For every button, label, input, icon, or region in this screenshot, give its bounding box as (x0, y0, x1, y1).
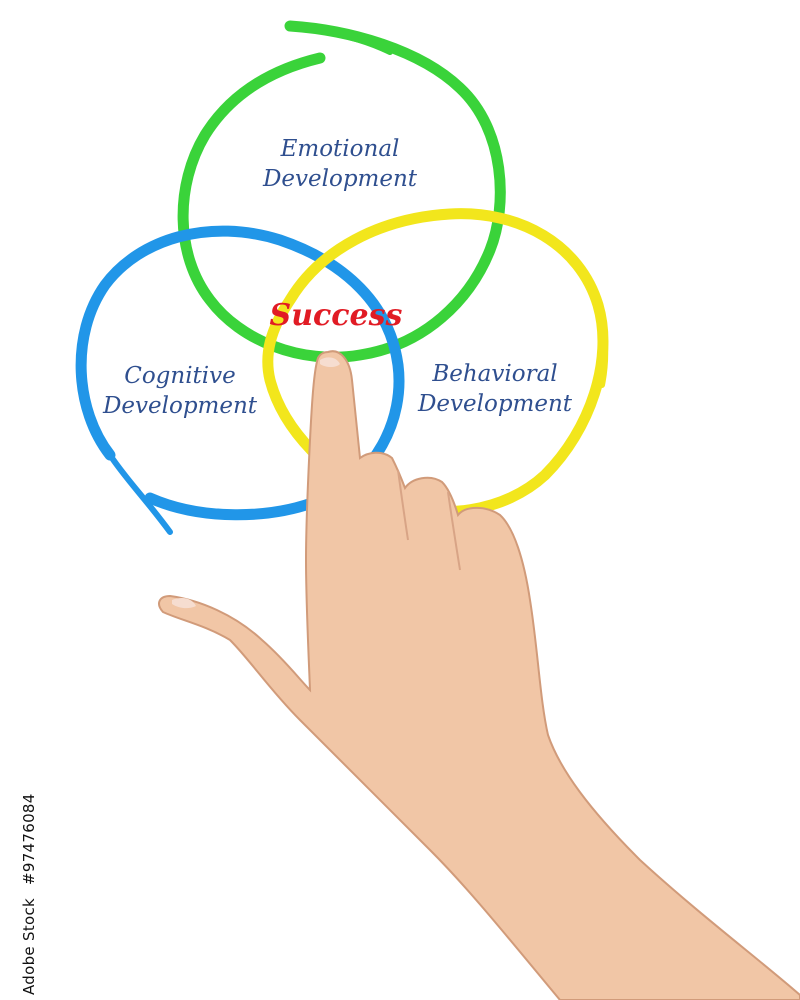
left-circle-stroke (75, 225, 405, 521)
behavioral-label-line1: Behavioral (431, 361, 557, 387)
knuckle-line-1 (397, 469, 409, 541)
emotional-label-line1: Emotional (280, 136, 400, 162)
left-circle (75, 225, 405, 535)
right-circle-stroke (262, 208, 609, 518)
left-circle-tail (107, 452, 173, 535)
top-circle (177, 20, 506, 363)
behavioral-label-line2: Development (417, 391, 573, 417)
emotional-label-line2: Development (262, 166, 418, 192)
knuckle-line-2 (447, 491, 461, 571)
center-label: Success (270, 298, 403, 333)
right-circle (262, 208, 609, 518)
stock-number: #97476084 (20, 793, 38, 885)
pointing-hand (158, 350, 800, 1000)
cognitive-label-line1: Cognitive (124, 363, 236, 389)
right-circle-tail (595, 302, 609, 388)
cognitive-label-line2: Development (102, 393, 258, 419)
stock-badge: Adobe Stock #97476084 (20, 793, 38, 995)
top-circle-stroke (177, 20, 506, 363)
stock-brand: Adobe Stock (20, 898, 38, 995)
thumbnail (172, 598, 196, 609)
top-circle-tail (289, 25, 393, 55)
fingernail (320, 357, 340, 367)
hand-shape (158, 350, 800, 1000)
